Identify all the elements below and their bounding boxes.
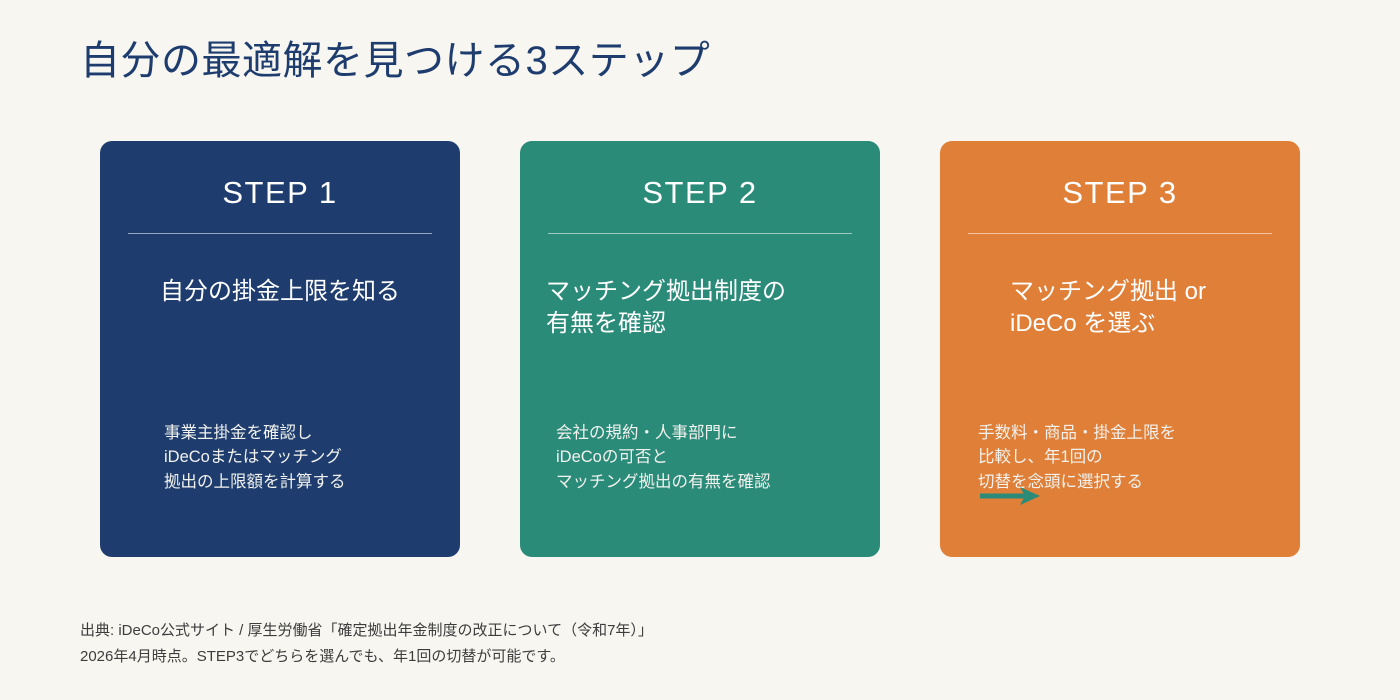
- step-card-1[interactable]: STEP 1 自分の掛金上限を知る 事業主掛金を確認し iDeCoまたはマッチン…: [100, 141, 460, 557]
- step-body-1: 事業主掛金を確認し iDeCoまたはマッチング 拠出の上限額を計算する: [126, 421, 434, 494]
- step-heading-1: 自分の掛金上限を知る: [126, 276, 434, 308]
- step-body-line: 拠出の上限額を計算する: [164, 472, 346, 491]
- step-label-1: STEP 1: [222, 175, 338, 210]
- step-body-3: 手数料・商品・掛金上限を 比較し、年1回の 切替を念頭に選択する: [966, 421, 1274, 494]
- step-body-line: 比較し、年1回の: [978, 448, 1103, 467]
- step-divider-3: [968, 233, 1272, 234]
- step-heading-line: マッチング拠出制度の: [546, 278, 786, 305]
- arrow-right-icon: [560, 485, 620, 507]
- step-body-line: マッチング拠出の有無を確認: [556, 472, 771, 491]
- step-card-2[interactable]: STEP 2 マッチング拠出制度の 有無を確認 会社の規約・人事部門に iDeC…: [520, 141, 880, 557]
- step-divider-2: [548, 233, 852, 234]
- step-body-line: 事業主掛金を確認し: [164, 424, 313, 442]
- steps-container: STEP 1 自分の掛金上限を知る 事業主掛金を確認し iDeCoまたはマッチン…: [100, 141, 1300, 557]
- step-body-line: iDeCoの可否と: [556, 448, 668, 467]
- arrow-right-icon: [980, 485, 1040, 507]
- step-card-3[interactable]: STEP 3 マッチング拠出 or iDeCo を選ぶ 手数料・商品・掛金上限を…: [940, 141, 1300, 557]
- step-body-line: 切替を念頭に選択する: [978, 472, 1143, 491]
- step-heading-line: マッチング拠出 or: [1010, 278, 1207, 305]
- step-heading-2: マッチング拠出制度の 有無を確認: [546, 276, 854, 340]
- step-heading-line: 自分の掛金上限を知る: [160, 278, 400, 305]
- footnote-line-2: 2026年4月時点。STEP3でどちらを選んでも、年1回の切替が可能です。: [80, 648, 565, 666]
- step-heading-line: 有無を確認: [546, 309, 666, 337]
- step-heading-line: iDeCo を選ぶ: [1010, 309, 1156, 337]
- step-divider-1: [128, 233, 432, 234]
- step-body-line: 会社の規約・人事部門に: [556, 424, 738, 442]
- step-heading-3: マッチング拠出 or iDeCo を選ぶ: [966, 276, 1274, 340]
- step-label-3: STEP 3: [1062, 175, 1178, 210]
- step-body-2: 会社の規約・人事部門に iDeCoの可否と マッチング拠出の有無を確認: [546, 421, 854, 494]
- page-title: 自分の最適解を見つける3ステップ: [80, 39, 711, 83]
- step-label-2: STEP 2: [642, 175, 758, 210]
- footnote: 出典: iDeCo公式サイト / 厚生労働省「確定拠出年金制度の改正について（令…: [80, 618, 653, 671]
- step-body-line: 手数料・商品・掛金上限を: [978, 424, 1176, 442]
- footnote-line-1: 出典: iDeCo公式サイト / 厚生労働省「確定拠出年金制度の改正について（令…: [80, 622, 653, 639]
- step-body-line: iDeCoまたはマッチング: [164, 448, 342, 467]
